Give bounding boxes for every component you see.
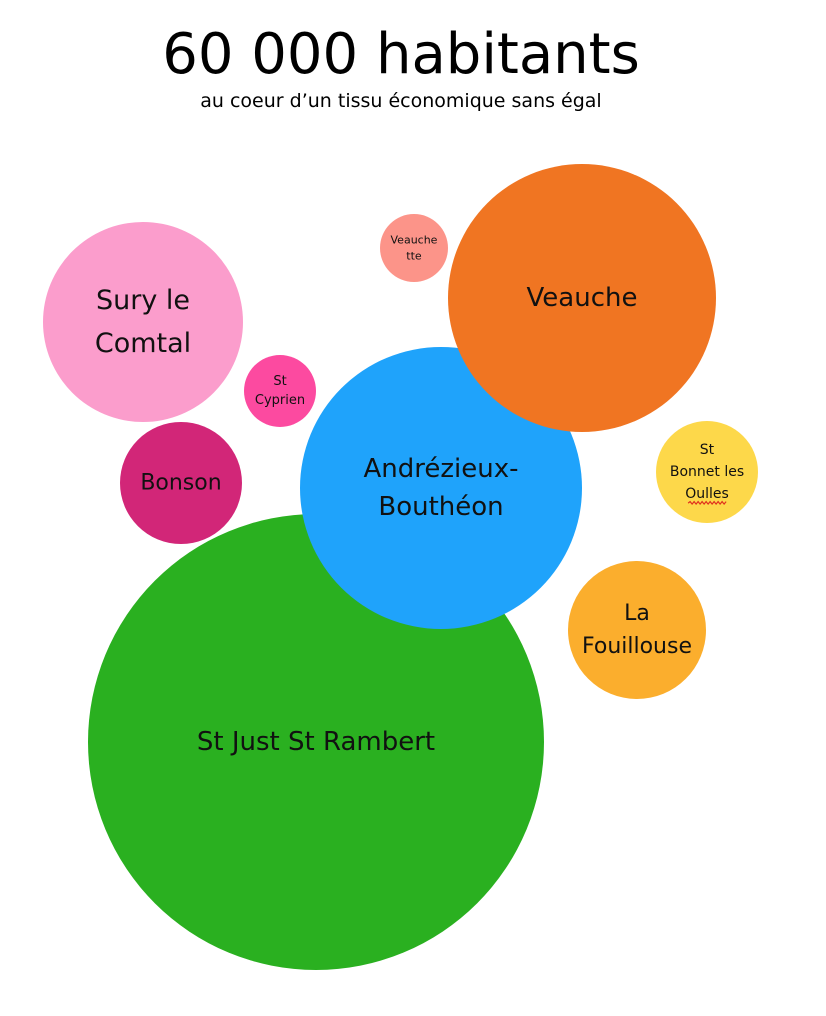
bubble-andrezieux-boutheon: Andrézieux- Bouthéon xyxy=(300,347,582,629)
bubble-label-andrezieux-boutheon-line-1: Andrézieux- xyxy=(364,454,519,484)
bubble-veauche-tte: Veauche tte xyxy=(380,214,448,282)
bubble-circle-andrezieux-boutheon xyxy=(300,347,582,629)
bubble-label-st-cyprien-line-1: St xyxy=(273,374,286,389)
chart-subtitle: au coeur d’un tissu économique sans égal xyxy=(200,90,602,112)
bubble-label-st-bonnet-les-oulles-line-2: Bonnet les xyxy=(670,464,744,480)
bubble-label-la-fouillouse-line-1: La xyxy=(624,601,650,626)
bubble-bonson: Bonson xyxy=(120,422,242,544)
bubble-label-sury-le-comtal-line-1: Sury le xyxy=(96,285,190,316)
bubble-label-st-bonnet-les-oulles-line-3: Oulles xyxy=(685,486,729,502)
bubble-label-la-fouillouse-line-2: Fouillouse xyxy=(582,634,692,659)
bubble-circle-bonson xyxy=(120,422,242,544)
bubble-circle-veauche-tte xyxy=(380,214,448,282)
chart-title: 60 000 habitants xyxy=(162,22,640,87)
bubble-circle-la-fouillouse xyxy=(568,561,706,699)
bubble-circle-st-bonnet-les-oulles xyxy=(656,421,758,523)
bubble-circle-st-cyprien xyxy=(244,355,316,427)
bubble-circle-veauche xyxy=(448,164,716,432)
bubble-label-st-cyprien-line-2: Cyprien xyxy=(255,393,305,408)
bubble-label-veauche-tte-line-1: Veauche xyxy=(391,234,438,247)
bubble-label-sury-le-comtal-line-2: Comtal xyxy=(95,328,191,359)
bubble-veauche: Veauche xyxy=(448,164,716,432)
bubble-label-st-bonnet-les-oulles-line-1: St xyxy=(700,442,715,458)
bubble-label-andrezieux-boutheon-line-2: Bouthéon xyxy=(378,492,503,522)
spellcheck-underline xyxy=(687,500,727,506)
bubble-circle-sury-le-comtal xyxy=(43,222,243,422)
bubble-label-bonson-line-1: Bonson xyxy=(140,471,221,496)
bubble-label-veauche-line-1: Veauche xyxy=(527,283,638,313)
bubble-label-veauche-tte-line-2: tte xyxy=(406,250,422,263)
bubble-sury-le-comtal: Sury le Comtal xyxy=(43,222,243,422)
bubble-label-st-just-st-rambert-line-1: St Just St Rambert xyxy=(197,727,435,757)
